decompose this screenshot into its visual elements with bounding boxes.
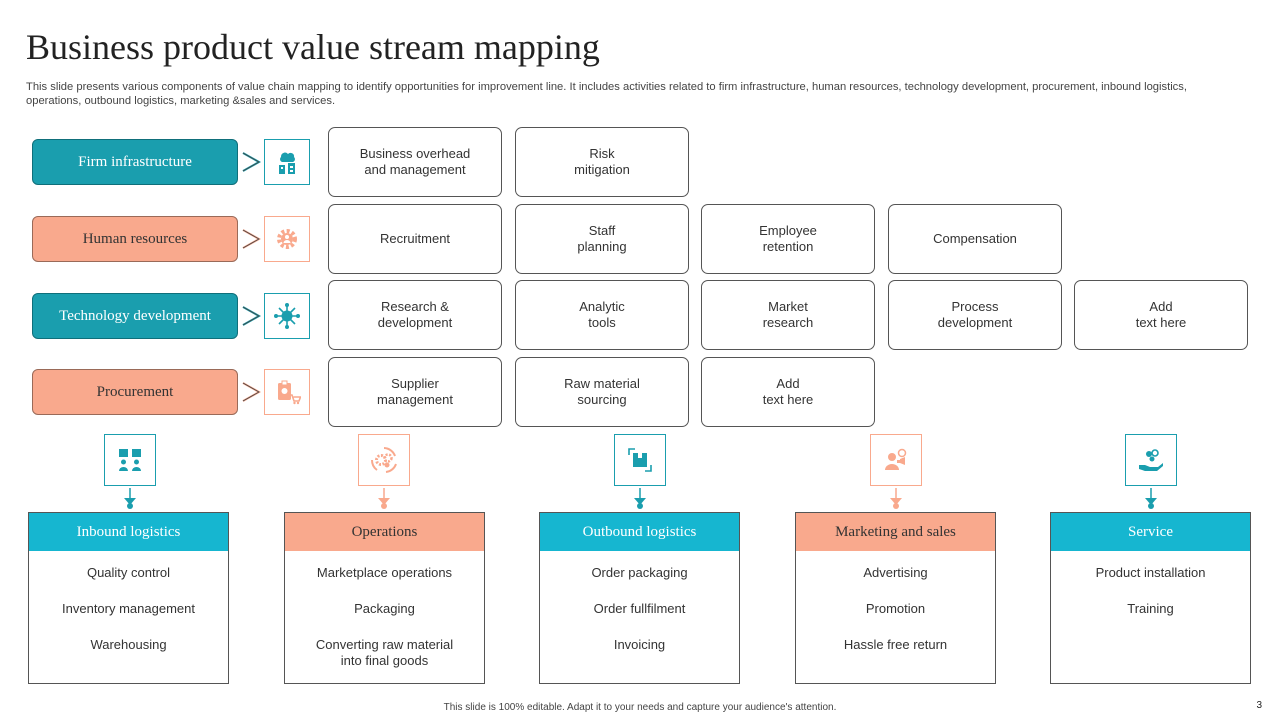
- primary-item: Advertising: [863, 565, 928, 580]
- building-cloud-icon: [264, 139, 310, 185]
- network-hub-icon: [264, 293, 310, 339]
- activity-box: Risk mitigation: [515, 127, 689, 197]
- page-number: 3: [1256, 700, 1262, 711]
- box-arrows-icon: [614, 434, 666, 486]
- chevron-arrow-icon: [242, 229, 262, 249]
- primary-header: Service: [1051, 513, 1250, 551]
- gear-people-icon: [264, 216, 310, 262]
- activity-box: Add text here: [701, 357, 875, 427]
- primary-item: Training: [1127, 601, 1174, 616]
- clipboard-cart-icon: [264, 369, 310, 415]
- activity-box: Business overhead and management: [328, 127, 502, 197]
- primary-item: Inventory management: [62, 601, 195, 616]
- primary-header: Inbound logistics: [29, 513, 228, 551]
- down-arrow-icon: [890, 488, 902, 509]
- down-arrow-icon: [124, 488, 136, 509]
- hand-service-icon: [1125, 434, 1177, 486]
- primary-item: Packaging: [354, 601, 415, 616]
- chevron-arrow-icon: [242, 306, 262, 326]
- primary-header: Outbound logistics: [540, 513, 739, 551]
- activity-box: Staff planning: [515, 204, 689, 274]
- activity-box: Add text here: [1074, 280, 1248, 350]
- support-label-technology-development: Technology development: [32, 293, 238, 339]
- primary-card-outbound-logistics: Outbound logistics Order packaging Order…: [539, 512, 740, 684]
- chevron-arrow-icon: [242, 382, 262, 402]
- support-label-human-resources: Human resources: [32, 216, 238, 262]
- activity-box: Research & development: [328, 280, 502, 350]
- primary-item: Marketplace operations: [316, 565, 453, 580]
- footer-note: This slide is 100% editable. Adapt it to…: [443, 702, 837, 713]
- activity-box: Raw material sourcing: [515, 357, 689, 427]
- activity-box: Process development: [888, 280, 1062, 350]
- gears-cycle-icon: [358, 434, 410, 486]
- primary-item: Quality control: [86, 565, 171, 580]
- activity-box: Compensation: [888, 204, 1062, 274]
- activity-box: Analytic tools: [515, 280, 689, 350]
- support-label-procurement: Procurement: [32, 369, 238, 415]
- primary-item: Order fullfilment: [593, 601, 686, 616]
- activity-box: Supplier management: [328, 357, 502, 427]
- primary-header: Marketing and sales: [796, 513, 995, 551]
- primary-item: Hassle free return: [843, 637, 948, 652]
- activity-box: Recruitment: [328, 204, 502, 274]
- primary-item: Product installation: [1095, 565, 1206, 580]
- primary-card-service: Service Product installation Training: [1050, 512, 1251, 684]
- activity-box: Employee retention: [701, 204, 875, 274]
- activity-box: Market research: [701, 280, 875, 350]
- primary-card-marketing-and-sales: Marketing and sales Advertising Promotio…: [795, 512, 996, 684]
- down-arrow-icon: [1145, 488, 1157, 509]
- primary-item: Invoicing: [613, 637, 666, 652]
- support-label-firm-infrastructure: Firm infrastructure: [32, 139, 238, 185]
- primary-item: Converting raw material into final goods: [315, 637, 454, 668]
- chevron-arrow-icon: [242, 152, 262, 172]
- down-arrow-icon: [378, 488, 390, 509]
- down-arrow-icon: [634, 488, 646, 509]
- primary-card-inbound-logistics: Inbound logistics Quality control Invent…: [28, 512, 229, 684]
- person-megaphone-icon: [870, 434, 922, 486]
- primary-header: Operations: [285, 513, 484, 551]
- page-subtitle: This slide presents various components o…: [26, 81, 1187, 107]
- page-title: Business product value stream mapping: [26, 27, 600, 67]
- primary-item: Promotion: [865, 601, 926, 616]
- people-boxes-icon: [104, 434, 156, 486]
- primary-item: Order packaging: [591, 565, 688, 580]
- primary-item: Warehousing: [90, 637, 167, 652]
- primary-card-operations: Operations Marketplace operations Packag…: [284, 512, 485, 684]
